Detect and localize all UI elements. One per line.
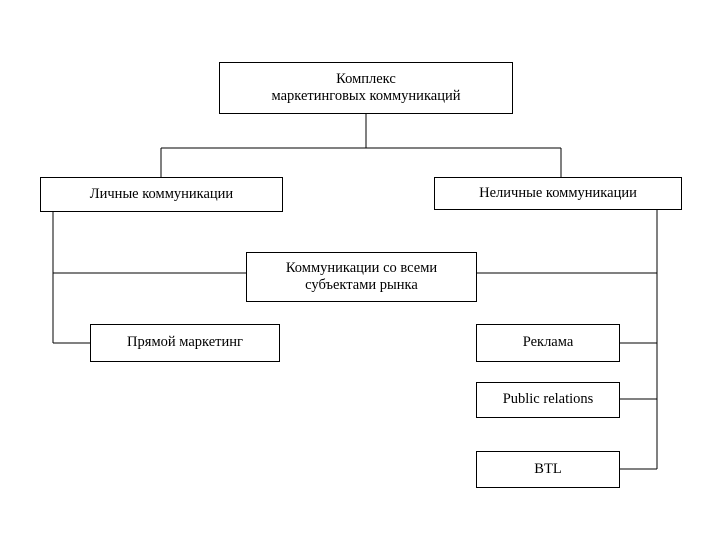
node-btl: BTL xyxy=(476,451,620,488)
node-btl-label: BTL xyxy=(534,460,562,477)
node-all-market-subjects-label: Коммуникации со всеми субъектами рынка xyxy=(285,259,438,293)
node-public-relations-label: Public relations xyxy=(502,391,594,408)
node-advertising: Реклама xyxy=(476,324,620,362)
node-impersonal-communications: Неличные коммуникации xyxy=(434,177,682,210)
node-advertising-label: Реклама xyxy=(522,334,574,351)
node-personal-communications-label: Личные коммуникации xyxy=(89,185,234,202)
node-direct-marketing-label: Прямой маркетинг xyxy=(127,334,243,351)
node-root: Комплекс маркетинговых коммуникаций xyxy=(219,62,513,114)
node-root-label: Комплекс маркетинговых коммуникаций xyxy=(271,70,461,104)
node-all-market-subjects: Коммуникации со всеми субъектами рынка xyxy=(246,252,477,302)
node-personal-communications: Личные коммуникации xyxy=(40,177,283,212)
node-direct-marketing: Прямой маркетинг xyxy=(90,324,280,362)
node-impersonal-communications-label: Неличные коммуникации xyxy=(479,184,637,201)
node-public-relations: Public relations xyxy=(476,382,620,418)
